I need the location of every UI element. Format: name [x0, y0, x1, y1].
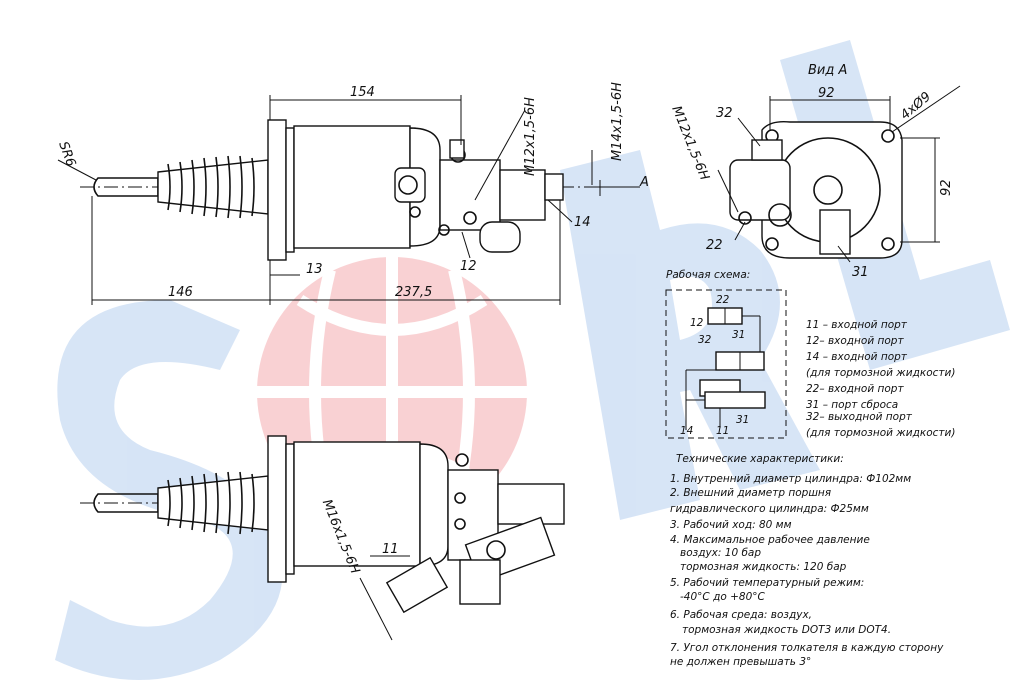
- port-12-label: 12: [460, 259, 477, 274]
- port-31-label: 31: [852, 265, 869, 280]
- spec-line: воздух: 10 бар: [680, 547, 761, 559]
- spec-line: тормозная жидкость DOT3 или DOT4.: [682, 624, 891, 636]
- rubber-boot: [157, 155, 269, 219]
- port-legend: 11 – входной порт 12– входной порт 14 – …: [806, 319, 955, 439]
- schema-label-31a: 31: [732, 329, 745, 341]
- view-a-holes: 4xØ9: [898, 89, 934, 123]
- legend-line: 14 – входной порт: [806, 351, 908, 363]
- spec-line: 5. Рабочий температурный режим:: [670, 577, 864, 589]
- schema-label-12: 12: [690, 317, 704, 329]
- view-a: Вид А 92 92 4xØ9 M12x1,5-6H 32 22 31: [668, 63, 961, 280]
- view-a-title: Вид А: [808, 63, 847, 78]
- legend-line: 32– выходной порт: [806, 411, 913, 423]
- top-side-view: 154 146 237,5 13 SR6 M12x1,5-6H M14x1,5-…: [55, 82, 649, 305]
- legend-line: 11 – входной порт: [806, 319, 908, 331]
- dim-m14: M14x1,5-6H: [610, 82, 625, 161]
- schema-label-14: 14: [680, 425, 693, 437]
- cylinder-body: [293, 125, 411, 249]
- dim-237: 237,5: [395, 285, 432, 300]
- arrow-a-label: A: [639, 175, 649, 190]
- schema-label-22: 22: [716, 294, 730, 306]
- spec-line: -40°С до +80°С: [680, 591, 765, 603]
- legend-line: 22– входной порт: [806, 383, 904, 395]
- spec-line: 1. Внутренний диаметр цилиндра: Ф102мм: [670, 473, 911, 485]
- spec-line: 7. Угол отклонения толкателя в каждую ст…: [670, 642, 944, 654]
- working-schema: Рабочая схема: 22 12 31 32 14 11 31: [665, 269, 787, 439]
- spec-line: не должен превышать 3°: [670, 656, 811, 668]
- spec-line: 2. Внешний диаметр поршня: [670, 487, 831, 499]
- specs-title: Технические характеристики:: [676, 453, 844, 465]
- top-view-dimensions: [57, 95, 640, 305]
- port-14-label: 14: [574, 215, 591, 230]
- schema-title: Рабочая схема:: [666, 269, 750, 281]
- view-a-dim-92-h: 92: [818, 86, 835, 101]
- spec-line: 3. Рабочий ход: 80 мм: [670, 519, 792, 531]
- dim-sr6: SR6: [55, 140, 78, 169]
- schema-label-11: 11: [716, 425, 729, 437]
- port-32-label: 32: [716, 106, 733, 121]
- dim-13: 13: [306, 262, 323, 277]
- schema-label-32: 32: [698, 334, 712, 346]
- spec-line: 6. Рабочая среда: воздух,: [670, 609, 812, 621]
- dim-146: 146: [168, 285, 193, 300]
- technical-specs: Технические характеристики: 1. Внутренни…: [670, 453, 944, 668]
- spec-line: 4. Максимальное рабочее давление: [670, 534, 870, 546]
- bottom-side-view: M16x1,5-6H 11: [80, 435, 565, 641]
- spec-line: тормозная жидкость: 120 бар: [680, 561, 847, 573]
- legend-line: 12– входной порт: [806, 335, 904, 347]
- valve-block: [394, 139, 564, 253]
- port-22-label: 22: [706, 238, 723, 253]
- schema-label-31b: 31: [736, 414, 749, 426]
- view-a-dim-92-v: 92: [939, 179, 954, 196]
- legend-line: (для тормозной жидкости): [806, 367, 955, 379]
- mounting-flange: [267, 119, 287, 261]
- legend-line: (для тормозной жидкости): [806, 427, 955, 439]
- view-a-m12: M12x1,5-6H: [668, 104, 712, 183]
- legend-line: 31 – порт сброса: [806, 399, 898, 411]
- watermark-letter-r: [560, 150, 820, 520]
- port-11-label: 11: [382, 542, 399, 557]
- spec-line: гидравлического цилиндра: Ф25мм: [670, 503, 869, 515]
- dim-m12-top: M12x1,5-6H: [523, 97, 538, 176]
- dim-154: 154: [350, 85, 375, 100]
